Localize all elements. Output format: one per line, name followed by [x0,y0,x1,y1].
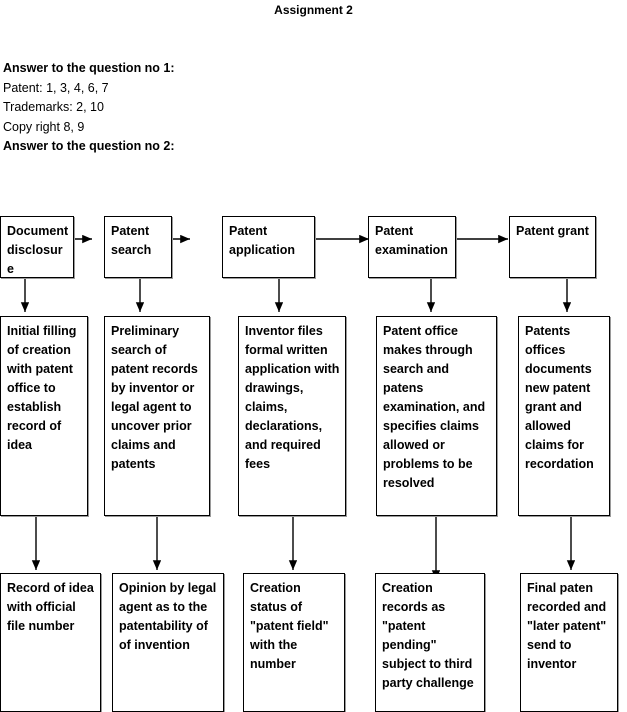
flow-node-label: Patents offices documents new patent gra… [525,324,594,471]
flow-node-label: Patent application [229,224,295,257]
flow-node-detail-initial-filling[interactable]: Initial filling of creation with patent … [0,316,88,516]
flow-node-label: Initial filling of creation with patent … [7,324,77,452]
flow-node-label: Inventor files formal written applicatio… [245,324,340,471]
flow-node-stage-patent-examination[interactable]: Patent examination [368,216,456,278]
flow-node-stage-patent-search[interactable]: Patent search [104,216,172,278]
answer-text-block: Answer to the question no 1: Patent: 1, … [3,59,403,157]
flow-node-label: Opinion by legal agent as to the patenta… [119,581,217,652]
flow-node-detail-preliminary-search[interactable]: Preliminary search of patent records by … [104,316,210,516]
page-title: Assignment 2 [274,3,353,17]
flow-node-stage-patent-application[interactable]: Patent application [222,216,315,278]
flow-node-outcome-creation-status[interactable]: Creation status of "patent field" with t… [243,573,345,712]
flow-node-stage-document-disclosure[interactable]: Document disclosure [0,216,74,278]
answer-line-trademarks: Trademarks: 2, 10 [3,100,104,114]
answer-line-q2-heading: Answer to the question no 2: [3,139,175,153]
flow-node-label: Patent search [111,224,152,257]
flow-node-outcome-creation-records[interactable]: Creation records as "patent pending" sub… [375,573,485,712]
answer-line-q1-heading: Answer to the question no 1: [3,61,175,75]
flow-node-detail-patents-offices-documents[interactable]: Patents offices documents new patent gra… [518,316,610,516]
flow-node-label: Patent examination [375,224,448,257]
flow-node-outcome-opinion-by-legal-agent[interactable]: Opinion by legal agent as to the patenta… [112,573,224,712]
flow-node-label: Record of idea with official file number [7,581,94,633]
flow-node-label: Creation records as "patent pending" sub… [382,581,474,690]
flow-node-label: Final paten recorded and "later patent" … [527,581,607,671]
flow-node-detail-patent-office-search[interactable]: Patent office makes through search and p… [376,316,497,516]
flow-node-stage-patent-grant[interactable]: Patent grant [509,216,596,278]
answer-line-copyright: Copy right 8, 9 [3,119,85,134]
answer-line-patent: Patent: 1, 3, 4, 6, 7 [3,80,109,95]
flow-node-label: Patent grant [516,224,589,238]
flow-node-outcome-final-patent[interactable]: Final paten recorded and "later patent" … [520,573,618,712]
flow-node-detail-inventor-files[interactable]: Inventor files formal written applicatio… [238,316,346,516]
flow-node-label: Creation status of "patent field" with t… [250,581,329,671]
flow-node-label: Preliminary search of patent records by … [111,324,198,471]
flow-node-outcome-record-of-idea[interactable]: Record of idea with official file number [0,573,101,712]
flow-node-label: Document disclosure [7,224,69,276]
flow-node-label: Patent office makes through search and p… [383,324,486,490]
